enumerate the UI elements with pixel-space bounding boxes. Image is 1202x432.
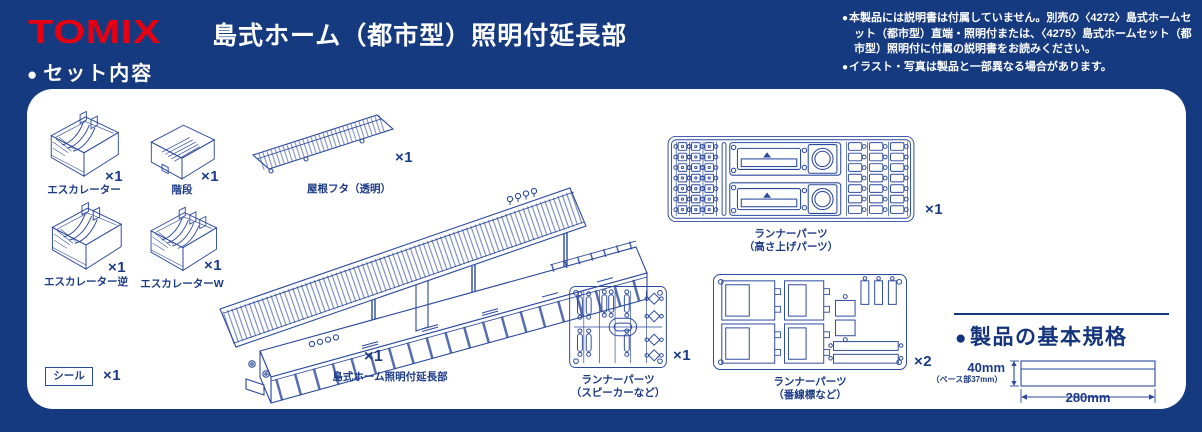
quantity-label: ×2 <box>914 353 933 370</box>
tomix-logo: TOMIX <box>28 13 162 50</box>
dimension-diagram <box>1010 360 1156 403</box>
runner-sign-drawing <box>712 273 908 371</box>
quantity-label: ×1 <box>673 347 692 364</box>
part-runner-height: ×1 ランナーパーツ （高さ上げパーツ） <box>661 135 943 254</box>
escalator-w-drawing <box>150 206 217 271</box>
part-caption: ランナーパーツ <box>754 228 828 240</box>
part-runner-speaker: ×1 ランナーパーツ （スピーカーなど） <box>567 285 691 400</box>
part-stairs: ×1 階段 <box>143 116 221 197</box>
note-item: ●イラスト・写真は製品と一部異なる場合があります。 <box>842 60 1196 76</box>
part-caption: ランナーパーツ <box>581 374 655 386</box>
bullet-icon: ● <box>27 65 40 84</box>
part-runner-sign: ×2 ランナーパーツ （番線標など） <box>710 273 932 402</box>
runner-speaker-drawing <box>569 285 667 369</box>
quantity-label: ×1 <box>364 348 384 365</box>
spec-title-text: 製品の基本規格 <box>969 326 1128 349</box>
section-title-text: セット内容 <box>43 63 154 85</box>
part-caption: エスカレーターW <box>140 278 224 290</box>
quantity-label: ×1 <box>108 259 127 276</box>
part-caption-sub: （番線標など） <box>773 389 847 402</box>
part-caption: 屋根フタ（透明） <box>307 183 391 195</box>
part-platform: ×1 島式ホーム照明付延長部 <box>212 181 648 409</box>
spec-length-label: 280mm <box>1065 390 1111 405</box>
contents-panel: ×1 エスカレーター ×1 階段 ×1 エスカレーター逆 ×1 エ <box>27 89 1186 409</box>
spec-height-label: 40mm <box>967 360 1005 375</box>
quantity-label: ×1 <box>395 149 414 166</box>
spec-height-note: （ベース部37mm） <box>931 375 1003 384</box>
note-text: イラスト・写真は製品と一部異なる場合があります。 <box>849 60 1112 73</box>
quantity-label: ×1 <box>103 367 122 384</box>
part-escalator-reverse: ×1 エスカレーター逆 <box>44 199 128 289</box>
runner-height-drawing <box>667 135 915 223</box>
roof-cover-drawing <box>251 113 395 174</box>
spec-divider <box>954 313 1169 315</box>
quantity-label: ×1 <box>105 168 124 185</box>
part-caption: エスカレーター <box>47 184 121 196</box>
seal-label: シール <box>53 370 85 382</box>
note-text: 本製品には説明書は付属していません。別売の〈4272〉島式ホームセット（都市型）… <box>849 12 1192 56</box>
seal-label-box: シール <box>45 367 93 386</box>
section-title: ●セット内容 <box>27 57 153 86</box>
part-roof-cover: ×1 屋根フタ（透明） <box>249 109 413 196</box>
spec-section-title: ●製品の基本規格 <box>955 321 1127 351</box>
header-notes: ●本製品には説明書は付属していません。別売の〈4272〉島式ホームセット（都市型… <box>842 11 1196 77</box>
note-item: ●本製品には説明書は付属していません。別売の〈4272〉島式ホームセット（都市型… <box>842 11 1196 58</box>
quantity-label: ×1 <box>201 168 220 185</box>
platform-drawing <box>219 187 648 404</box>
part-caption: ランナーパーツ <box>773 376 847 388</box>
part-caption-sub: （高さ上げパーツ） <box>743 241 839 254</box>
part-caption: エスカレーター逆 <box>44 276 128 288</box>
bullet-icon: ● <box>842 61 849 73</box>
bullet-icon: ● <box>955 328 968 349</box>
part-caption: 島式ホーム照明付延長部 <box>332 371 448 383</box>
quantity-label: ×1 <box>925 201 944 218</box>
quantity-label: ×1 <box>204 257 223 274</box>
product-title: 島式ホーム（都市型）照明付延長部 <box>212 22 628 50</box>
part-caption-sub: （スピーカーなど） <box>570 387 666 400</box>
part-escalator: ×1 エスカレーター <box>45 108 123 197</box>
bullet-icon: ● <box>842 13 849 24</box>
part-escalator-w: ×1 エスカレーターW <box>140 205 224 291</box>
part-caption: 階段 <box>171 184 193 196</box>
